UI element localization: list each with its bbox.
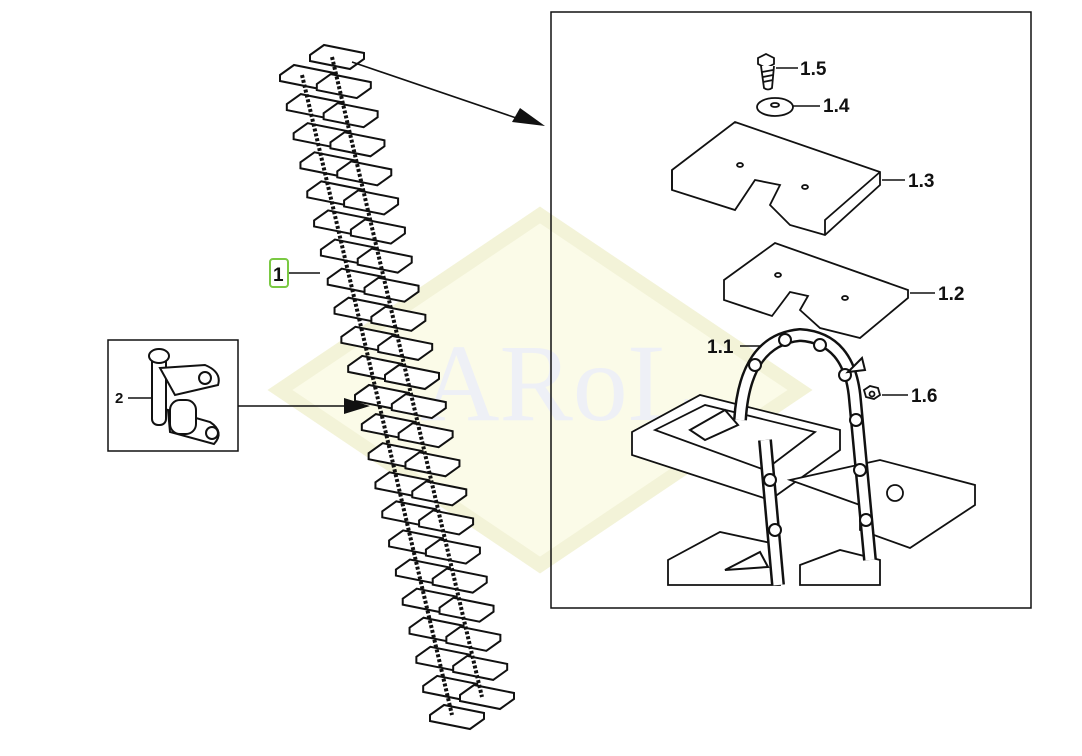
washer-icon — [756, 97, 794, 117]
callout-1-5[interactable]: 1.5 — [800, 59, 827, 80]
chain-slat-right — [431, 567, 488, 594]
callout-1-2[interactable]: 1.2 — [938, 284, 964, 305]
callout-1-6[interactable]: 1.6 — [911, 386, 937, 407]
lower-plate-icon — [723, 241, 909, 339]
detail-view-frame — [550, 11, 1032, 609]
chain-slat-right — [309, 43, 365, 71]
connecting-link-inset[interactable]: 2 — [107, 339, 239, 452]
bolt-icon — [757, 52, 775, 91]
chain-slat-right — [445, 625, 502, 652]
chain-slat-right — [377, 334, 434, 361]
chain-strand — [300, 74, 454, 716]
chain-slat-right — [418, 509, 475, 536]
chain-slat-right — [336, 160, 393, 187]
callout-1-4[interactable]: 1.4 — [823, 96, 850, 117]
nut-icon — [862, 385, 882, 400]
chain-slat-right — [404, 451, 461, 478]
base-slat-icon — [631, 394, 976, 586]
callout-1-highlight — [269, 258, 289, 288]
chain-slat-right — [356, 247, 413, 274]
chain-slat-left — [429, 703, 485, 731]
roller-chain-icon — [688, 327, 877, 586]
callout-1-1[interactable]: 1.1 — [707, 337, 734, 358]
callout-2[interactable]: 2 — [115, 390, 123, 407]
chain-slat-right — [411, 480, 468, 507]
chain-slat-right — [452, 654, 509, 681]
callout-1[interactable]: 1 — [273, 265, 284, 286]
watermark: ARoL — [267, 206, 813, 574]
chain-slat-right — [459, 683, 515, 711]
callout-1-3[interactable]: 1.3 — [908, 171, 934, 192]
upper-plate-icon — [671, 120, 881, 237]
connecting-link-icon — [148, 348, 220, 446]
arrow-to-detail-icon — [512, 108, 545, 126]
chain-slat-right — [397, 422, 454, 449]
chain-slat-right — [349, 218, 406, 245]
scraper-chain-assembly[interactable] — [279, 43, 515, 731]
exploded-detail — [631, 52, 976, 586]
chain-slat-right — [438, 596, 495, 623]
chain-slat-right — [384, 363, 440, 391]
chain-strand — [330, 56, 484, 698]
chain-slat-right — [322, 102, 379, 129]
chain-slat-right — [329, 131, 386, 158]
chain-slat-right — [424, 538, 481, 565]
chain-slat-right — [343, 189, 400, 216]
chain-slat-right — [363, 276, 420, 303]
arrow-to-chain-icon — [344, 398, 370, 414]
chain-slat-right — [315, 73, 372, 100]
chain-slat-right — [390, 393, 447, 420]
leader-lines — [238, 61, 529, 407]
chain-slat-right — [370, 305, 427, 332]
